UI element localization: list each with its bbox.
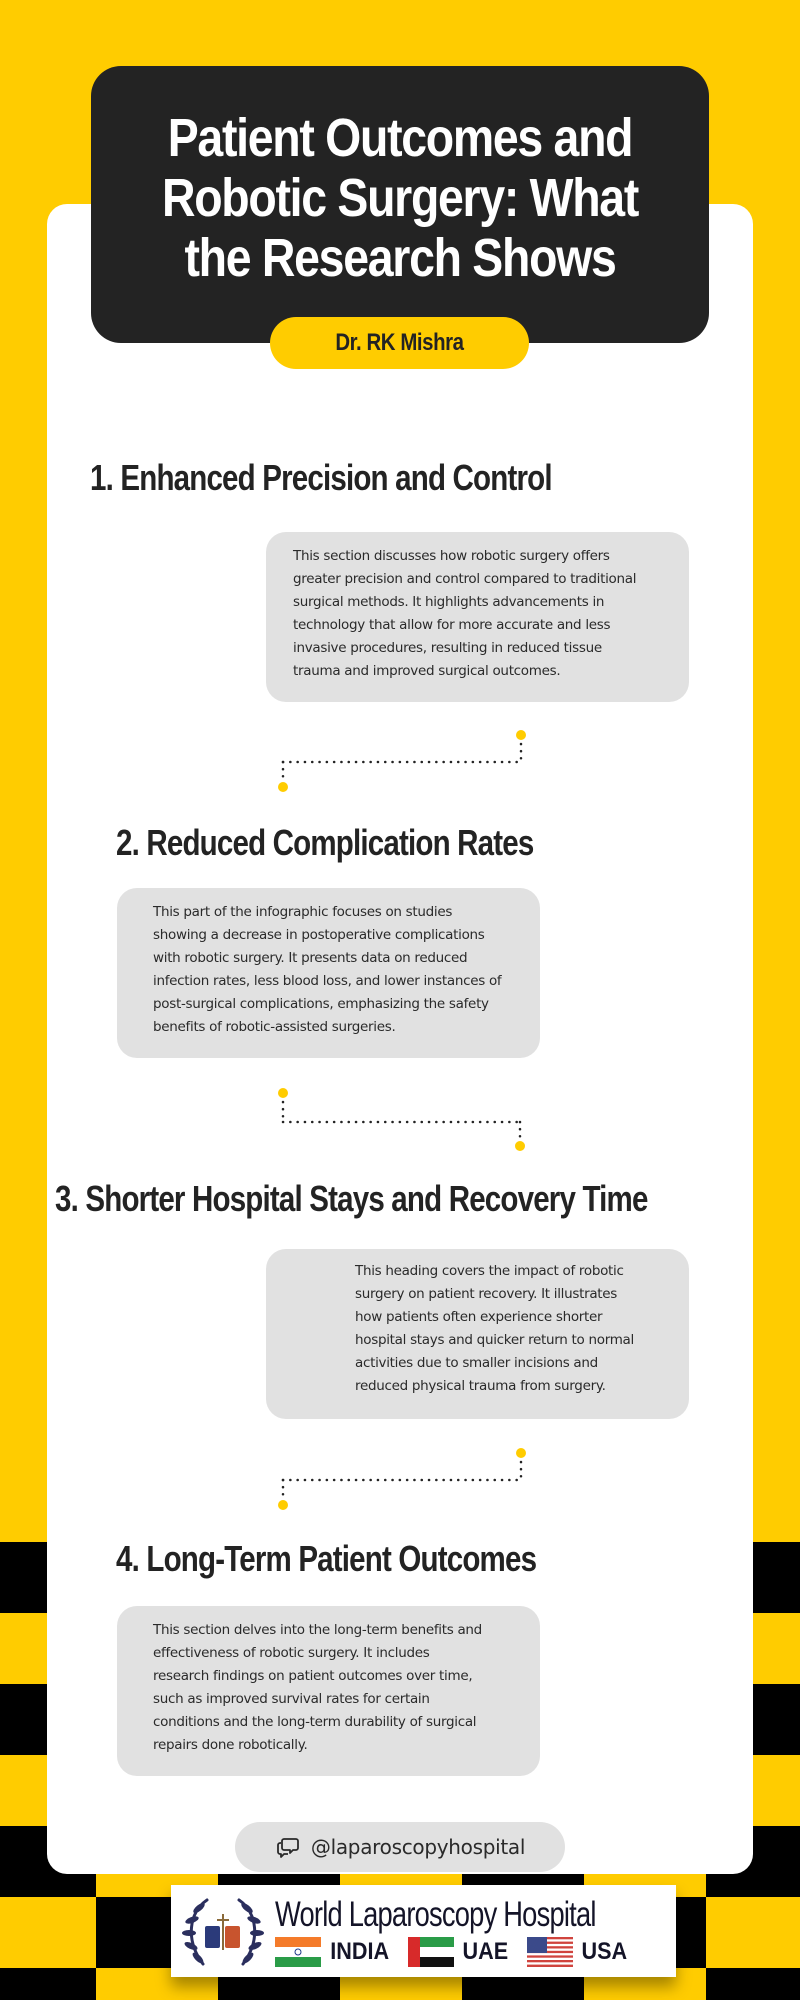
body-line: surgery on patient recovery. It illustra… (355, 1286, 618, 1302)
usa-flag-icon (527, 1937, 574, 1967)
title-banner: Patient Outcomes and Robotic Surgery: Wh… (91, 66, 709, 343)
section-1-title: 1. Enhanced Precision and Control (90, 457, 553, 498)
social-handle-link[interactable]: @laparoscopyhospital (235, 1822, 565, 1872)
body-line: invasive procedures, resulting in reduce… (293, 640, 602, 656)
body-line: conditions and the long-term durability … (153, 1714, 477, 1730)
body-line: This section discusses how robotic surge… (293, 548, 610, 564)
section-3-title: 3. Shorter Hospital Stays and Recovery T… (55, 1178, 648, 1219)
body-line: technology that allow for more accurate … (293, 617, 611, 633)
title-line-2: Robotic Surgery: What (161, 167, 639, 228)
country-list: INDIA UAE USA (275, 1937, 686, 1967)
body-line: This section delves into the long-term b… (153, 1622, 482, 1638)
laurel-wreath-emblem-icon (177, 1888, 269, 1974)
section-3-box: This heading covers the impact of roboti… (266, 1249, 689, 1419)
body-line: surgical methods. It highlights advancem… (293, 594, 605, 610)
body-line: showing a decrease in postoperative comp… (153, 927, 485, 943)
body-line: This part of the infographic focuses on … (153, 904, 453, 920)
body-line: infection rates, less blood loss, and lo… (153, 973, 502, 989)
section-2-box: This part of the infographic focuses on … (117, 888, 540, 1058)
uae-flag-icon (408, 1937, 455, 1967)
india-flag-icon (275, 1937, 321, 1967)
section-4-body: This section delves into the long-term b… (153, 1619, 538, 1757)
title-line-3: the Research Shows (184, 227, 616, 288)
author-name: Dr. RK Mishra (335, 329, 464, 356)
dotted-connector-3 (278, 1448, 526, 1510)
body-line: hospital stays and quicker return to nor… (355, 1332, 634, 1348)
body-line: repairs done robotically. (153, 1737, 308, 1753)
section-4-box: This section delves into the long-term b… (117, 1606, 540, 1776)
hospital-name: World Laparoscopy Hospital (275, 1895, 596, 1934)
dotted-connector-1 (278, 730, 526, 792)
hospital-logo-banner: World Laparoscopy Hospital INDIA UAE (171, 1885, 676, 1977)
country-label-usa: USA (581, 1938, 628, 1965)
author-badge: Dr. RK Mishra (270, 317, 529, 369)
dotted-connector-2 (278, 1088, 525, 1151)
page-title: Patient Outcomes and Robotic Surgery: Wh… (134, 108, 665, 288)
body-line: effectiveness of robotic surgery. It inc… (153, 1645, 430, 1661)
section-3-body: This heading covers the impact of roboti… (355, 1260, 685, 1398)
body-line: This heading covers the impact of roboti… (355, 1263, 624, 1279)
section-4-title: 4. Long-Term Patient Outcomes (116, 1538, 537, 1579)
body-line: such as improved survival rates for cert… (153, 1691, 430, 1707)
body-line: benefits of robotic-assisted surgeries. (153, 1019, 396, 1035)
body-line: greater precision and control compared t… (293, 571, 637, 587)
country-label-uae: UAE (462, 1938, 509, 1965)
title-line-1: Patient Outcomes and (167, 107, 634, 168)
section-2-title: 2. Reduced Complication Rates (116, 822, 534, 863)
body-line: post-surgical complications, emphasizing… (153, 996, 489, 1012)
body-line: with robotic surgery. It presents data o… (153, 950, 468, 966)
body-line: reduced physical trauma from surgery. (355, 1378, 606, 1394)
social-handle-text: @laparoscopyhospital (310, 1835, 526, 1859)
section-1-body: This section discusses how robotic surge… (293, 545, 683, 683)
section-1-box: This section discusses how robotic surge… (266, 532, 689, 702)
body-line: trauma and improved surgical outcomes. (293, 663, 561, 679)
body-line: research findings on patient outcomes ov… (153, 1668, 473, 1684)
body-line: how patients often experience shorter (355, 1309, 603, 1325)
chat-bubbles-icon (276, 1838, 299, 1858)
country-label-india: INDIA (330, 1938, 390, 1965)
section-2-body: This part of the infographic focuses on … (153, 901, 538, 1039)
body-line: activities due to smaller incisions and (355, 1355, 598, 1371)
